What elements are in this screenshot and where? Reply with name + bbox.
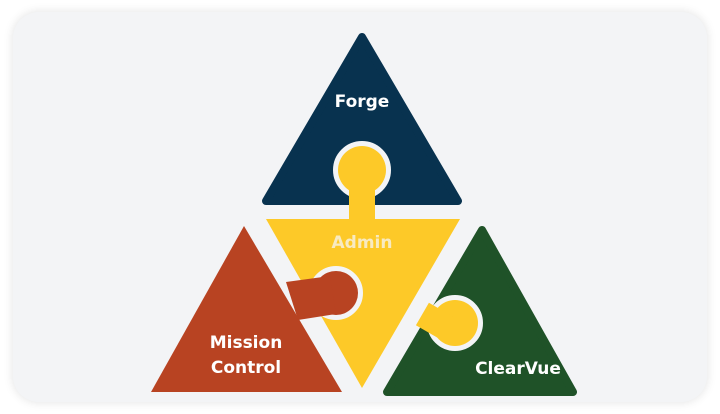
- admin-piece: [261, 141, 483, 393]
- mission-label-line1: Mission: [210, 333, 283, 353]
- admin-label: Admin: [332, 233, 393, 253]
- mission-label-line2: Control: [211, 358, 281, 378]
- clearvue-label: ClearVue: [475, 359, 561, 379]
- forge-label: Forge: [335, 92, 390, 112]
